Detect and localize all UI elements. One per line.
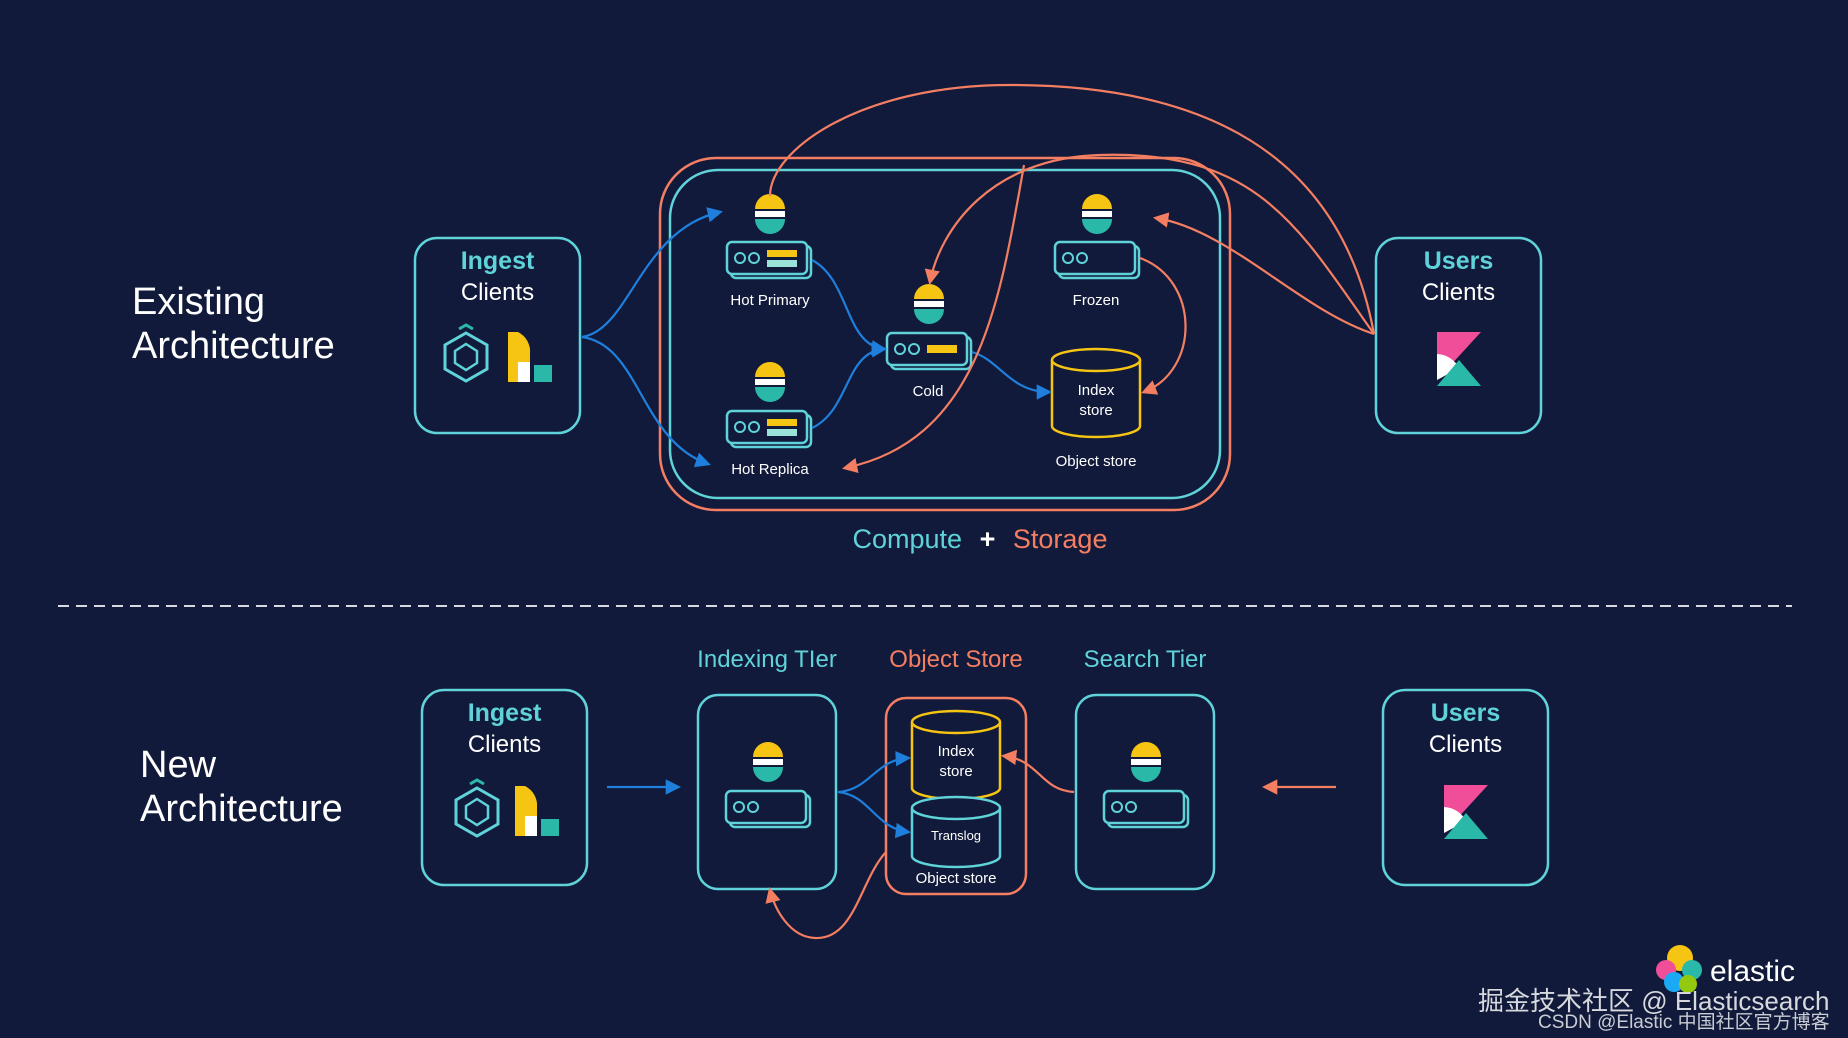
index-store-cylinder <box>1050 347 1142 439</box>
new-architecture-label: New Architecture <box>140 743 343 831</box>
users-title-new: Users <box>1430 699 1501 727</box>
ingest-subtitle-new: Clients <box>467 731 542 758</box>
ingest-title-new: Ingest <box>467 699 542 727</box>
users-subtitle: Clients <box>1421 279 1496 306</box>
arrow-users-to-cold <box>924 153 1375 335</box>
object-store-tier-label: Object Store <box>889 646 1023 673</box>
index-store-line1: Index <box>1077 382 1115 399</box>
arrow-indexing-to-translog <box>837 790 912 839</box>
logstash-icon <box>508 332 552 382</box>
ingest-subtitle: Clients <box>460 279 535 306</box>
new-object-store-label: Object store <box>915 870 997 887</box>
indexing-tier-server-icon <box>724 789 812 829</box>
new-index-store-label: Index store <box>912 742 1000 782</box>
arrow-ingest-to-hot-primary <box>581 207 724 339</box>
cold-es-logo <box>914 284 944 324</box>
arrow-translog-to-indexing-tier <box>765 851 887 940</box>
users-clients-box-new <box>1381 688 1550 887</box>
users-subtitle-new: Clients <box>1428 731 1503 758</box>
new-index-store-line2: store <box>939 763 973 780</box>
translog-label: Translog <box>930 828 982 843</box>
hot-replica-label: Hot Replica <box>731 461 809 478</box>
compute-container <box>668 168 1222 500</box>
object-store-label: Object store <box>1055 453 1137 470</box>
hot-primary-label: Hot Primary <box>730 292 810 309</box>
search-tier-es-logo <box>1131 742 1161 782</box>
watermark-line2: CSDN @Elastic 中国社区官方博客 <box>1538 1012 1830 1033</box>
users-clients-box-existing <box>1374 236 1543 435</box>
plus-label: + <box>979 524 996 554</box>
hot-primary-server-icon <box>725 240 813 280</box>
kibana-icon <box>1437 332 1481 386</box>
ingest-clients-box-existing <box>413 236 582 435</box>
cold-label: Cold <box>912 383 944 400</box>
frozen-label: Frozen <box>1072 292 1120 309</box>
hot-primary-es-logo <box>755 194 785 234</box>
storage-label: Storage <box>1012 524 1108 554</box>
arrow-indexing-to-index-store <box>837 751 912 794</box>
ingest-agent-icon <box>443 323 489 383</box>
arrow-search-tier-to-index-store <box>1000 749 1075 794</box>
existing-label-line1: Existing <box>132 281 266 323</box>
arrow-ingest-to-hot-replica <box>581 335 711 468</box>
new-index-store-line1: Index <box>937 743 975 760</box>
frozen-server-icon <box>1053 240 1141 280</box>
storage-container <box>658 156 1232 512</box>
indexing-tier-label: Indexing TIer <box>697 646 837 673</box>
search-tier-server-icon <box>1102 789 1190 829</box>
kibana-icon-new <box>1444 785 1488 839</box>
arrow-hot-replica-to-cold <box>811 342 888 429</box>
watermark-line1: 掘金技术社区 @ Elasticsearch <box>1478 986 1830 1016</box>
search-tier-box <box>1074 693 1216 891</box>
compute-label: Compute <box>852 524 963 554</box>
translog-cylinder <box>910 795 1002 869</box>
ingest-agent-icon-new <box>454 778 500 838</box>
ingest-title: Ingest <box>460 247 535 275</box>
index-store-line2: store <box>1079 402 1113 419</box>
elastic-logo <box>1656 945 1702 993</box>
cold-server-icon <box>885 331 973 371</box>
logstash-icon-new <box>515 786 559 836</box>
new-label-line2: Architecture <box>140 788 343 830</box>
frozen-es-logo <box>1082 194 1112 234</box>
index-store-label: Index store <box>1052 381 1140 421</box>
arrow-to-hot-replica <box>841 164 1026 474</box>
existing-label-line2: Architecture <box>132 325 335 367</box>
indexing-tier-es-logo <box>753 742 783 782</box>
search-tier-label: Search Tier <box>1083 646 1207 673</box>
new-label-line1: New <box>140 744 217 786</box>
arrow-users-to-hot-primary <box>768 83 1376 335</box>
hot-replica-server-icon <box>725 409 813 449</box>
arrow-frozen-to-index-store <box>1139 256 1187 395</box>
compute-storage-label: Compute + Storage <box>810 524 1150 555</box>
elastic-brand-text: elastic <box>1710 955 1796 988</box>
arrow-cold-to-index-store <box>971 350 1053 400</box>
existing-architecture-label: Existing Architecture <box>132 280 335 368</box>
users-title: Users <box>1423 247 1494 275</box>
hot-replica-es-logo <box>755 362 785 402</box>
arrow-users-to-frozen <box>1152 212 1375 336</box>
object-store-box <box>884 696 1028 896</box>
ingest-clients-box-new <box>420 688 589 887</box>
